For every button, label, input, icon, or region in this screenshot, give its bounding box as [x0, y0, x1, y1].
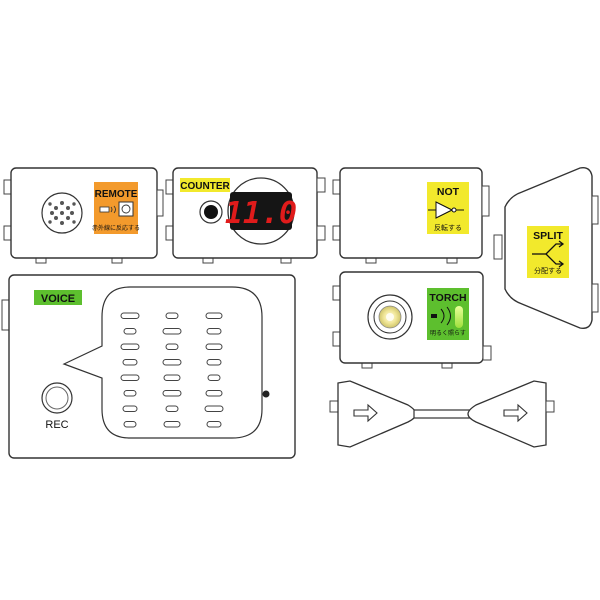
split-label: SPLIT: [533, 230, 563, 242]
speaker-slot: [205, 312, 223, 319]
speaker-slot: [123, 421, 137, 428]
not-gate-icon: [428, 201, 464, 219]
connector-cable[interactable]: [329, 380, 555, 448]
torch-label: TORCH: [429, 292, 466, 304]
arrow-right-icon: [353, 403, 378, 423]
voice-module[interactable]: VOICE REC: [1, 274, 296, 459]
counter-module[interactable]: COUNTER 11.0: [165, 167, 326, 264]
split-module[interactable]: SPLIT 分配する: [493, 166, 599, 330]
remote-sublabel: 赤外線に反応する: [92, 224, 140, 232]
voice-label: VOICE: [41, 293, 75, 305]
speaker-slot: [122, 405, 138, 412]
speaker-slot: [206, 328, 222, 335]
remote-label: REMOTE: [95, 189, 138, 200]
speaker-slot: [120, 374, 140, 381]
speaker-slot: [206, 421, 222, 428]
rec-button[interactable]: [41, 382, 73, 414]
speaker-slot: [123, 390, 137, 397]
speaker-grille-icon: [41, 192, 83, 234]
torch-module[interactable]: TORCH 明るく照らす: [332, 271, 492, 369]
not-module[interactable]: NOT 反転する: [332, 167, 490, 264]
not-label: NOT: [437, 186, 460, 198]
light-beam-icon: [431, 306, 463, 328]
speaker-slot: [163, 374, 181, 381]
speaker-slot: [205, 390, 223, 397]
speaker-slot: [162, 390, 182, 397]
torch-sublabel: 明るく照らす: [430, 330, 466, 337]
split-arrow-icon: [532, 240, 565, 268]
speaker-slot: [165, 405, 179, 412]
infrared-sensor-icon: [99, 201, 134, 217]
torch-lamp-icon: [367, 294, 413, 340]
speaker-slots: [120, 312, 224, 428]
split-sublabel: 分配する: [534, 266, 562, 275]
speaker-slot: [120, 312, 140, 319]
speaker-slot: [123, 328, 137, 335]
voice-label-panel: [34, 290, 82, 305]
not-sublabel: 反転する: [434, 223, 462, 232]
counter-digits: 11.0: [225, 196, 297, 231]
speaker-slot: [207, 374, 221, 381]
speaker-slot: [120, 343, 140, 350]
counter-label-panel: [180, 178, 230, 192]
speaker-slot: [206, 359, 222, 366]
speaker-slot: [162, 328, 182, 335]
counter-label: COUNTER: [180, 181, 230, 192]
remote-module[interactable]: REMOTE 赤外線に反応する: [3, 167, 164, 264]
speaker-slot: [122, 359, 138, 366]
speaker-slot: [165, 343, 179, 350]
speaker-slot: [205, 343, 223, 350]
speaker-slot: [163, 421, 181, 428]
speaker-slot: [165, 312, 179, 319]
counter-display: [230, 192, 292, 230]
rec-label: REC: [45, 419, 68, 431]
status-led: [262, 390, 270, 398]
arrow-right-icon: [503, 403, 528, 423]
counter-button[interactable]: [199, 200, 223, 224]
speaker-slot: [162, 359, 182, 366]
speaker-slot: [204, 405, 224, 412]
